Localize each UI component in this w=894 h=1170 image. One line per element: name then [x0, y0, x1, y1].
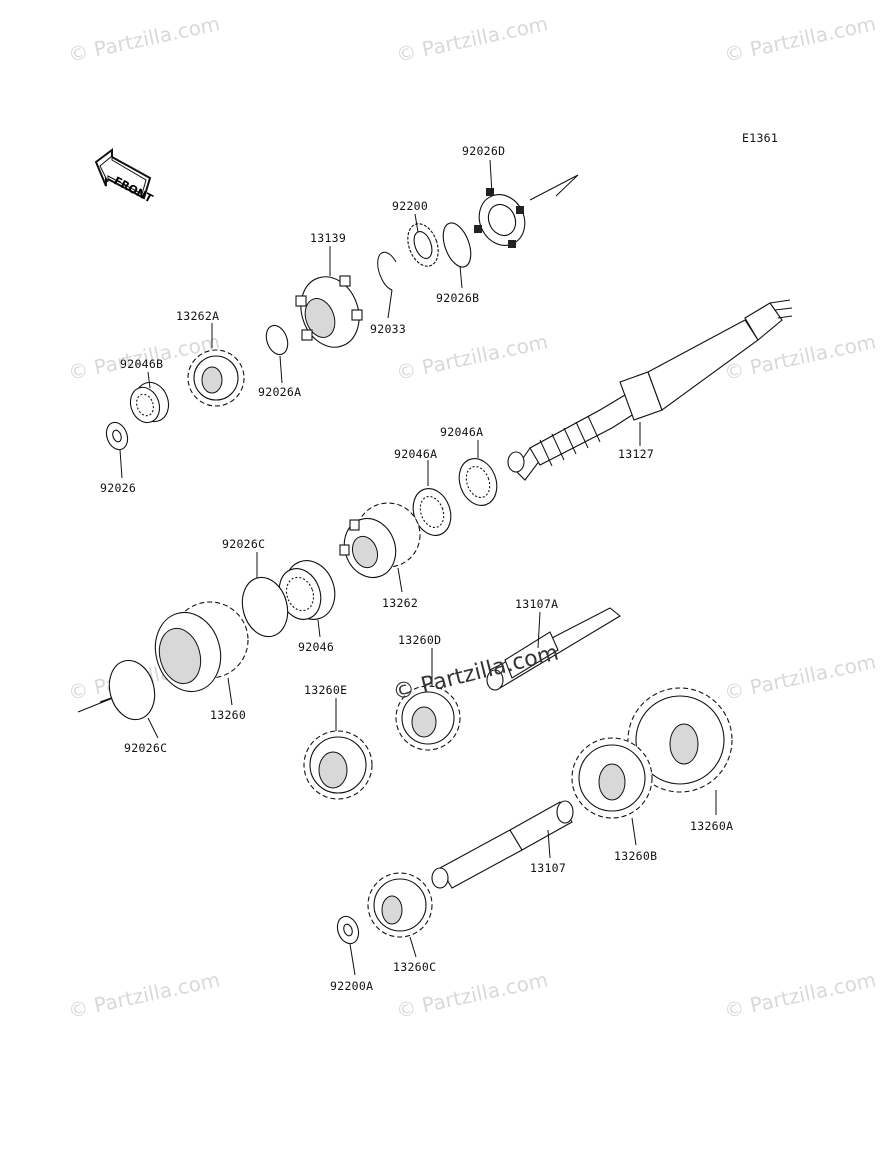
part-label[interactable]: 92026C	[124, 741, 167, 755]
part-label[interactable]: 13260A	[690, 819, 733, 833]
part-13260A[interactable]	[627, 687, 733, 793]
part-13260E[interactable]	[303, 730, 373, 800]
part-92200A[interactable]	[334, 913, 362, 946]
part-13107[interactable]	[431, 800, 574, 889]
part-92046[interactable]	[272, 554, 342, 627]
part-label[interactable]: 92200A	[330, 979, 373, 993]
part-label[interactable]: 92033	[370, 322, 406, 336]
part-label[interactable]: 13262A	[176, 309, 219, 323]
part-label[interactable]: 92200	[392, 199, 428, 213]
part-92026[interactable]	[103, 419, 131, 452]
watermark: © Partzilla.com	[394, 967, 550, 1023]
watermark: © Partzilla.com	[394, 329, 550, 385]
part-label[interactable]: 13262	[382, 596, 418, 610]
part-13139[interactable]	[291, 269, 368, 356]
part-label[interactable]: 92026	[100, 481, 136, 495]
part-label[interactable]: 92026B	[436, 291, 479, 305]
part-label[interactable]: 92046B	[120, 357, 163, 371]
part-92026D[interactable]	[471, 187, 533, 253]
front-arrow-icon: FRONT	[94, 148, 155, 206]
part-label[interactable]: 13107A	[515, 597, 558, 611]
part-13262A[interactable]	[187, 349, 245, 407]
part-label[interactable]: 13107	[530, 861, 566, 875]
part-92046A-2[interactable]	[453, 453, 503, 510]
part-92026A[interactable]	[262, 322, 291, 357]
part-92026C-1[interactable]	[236, 572, 294, 641]
part-92200[interactable]	[402, 220, 443, 271]
part-13260B[interactable]	[571, 737, 653, 819]
part-label[interactable]: 13260D	[398, 633, 441, 647]
part-label[interactable]: 92046A	[394, 447, 437, 461]
watermark-center: © Partzilla.com	[390, 640, 561, 705]
part-label[interactable]: 13127	[618, 447, 654, 461]
part-label[interactable]: 92046	[298, 640, 334, 654]
watermark: © Partzilla.com	[722, 967, 878, 1023]
watermark: © Partzilla.com	[66, 967, 222, 1023]
part-label[interactable]: 13260	[210, 708, 246, 722]
part-92046B[interactable]	[126, 378, 174, 427]
watermark: © Partzilla.com	[722, 649, 878, 705]
part-13107A[interactable]	[486, 607, 621, 691]
part-label[interactable]: 13260C	[393, 960, 436, 974]
leader-lines	[119, 159, 717, 976]
part-label[interactable]: 13260B	[614, 849, 657, 863]
part-label[interactable]: 92026C	[222, 537, 265, 551]
part-label[interactable]: 13139	[310, 231, 346, 245]
part-label[interactable]: 92026A	[258, 385, 301, 399]
part-92033[interactable]	[377, 251, 397, 291]
part-label[interactable]: 92046A	[440, 425, 483, 439]
part-13260D[interactable]	[395, 685, 461, 751]
part-labels: 92026D 92200 13139 92033 92026B 13262A 9…	[100, 144, 733, 993]
part-13262[interactable]	[336, 502, 421, 585]
watermark: © Partzilla.com	[722, 11, 878, 67]
part-13260[interactable]	[147, 601, 249, 699]
diagram-code: E1361	[742, 131, 778, 145]
part-13127[interactable]	[507, 299, 793, 481]
part-label[interactable]: 13260E	[304, 683, 347, 697]
part-13260C[interactable]	[367, 872, 433, 938]
part-92026C-2[interactable]	[103, 655, 161, 724]
axis-mark-top	[529, 174, 579, 201]
part-label[interactable]: 92026D	[462, 144, 505, 158]
watermark: © Partzilla.com	[394, 11, 550, 67]
watermark: © Partzilla.com	[66, 11, 222, 67]
part-92046A-1[interactable]	[407, 483, 457, 540]
part-92026B[interactable]	[438, 219, 476, 270]
